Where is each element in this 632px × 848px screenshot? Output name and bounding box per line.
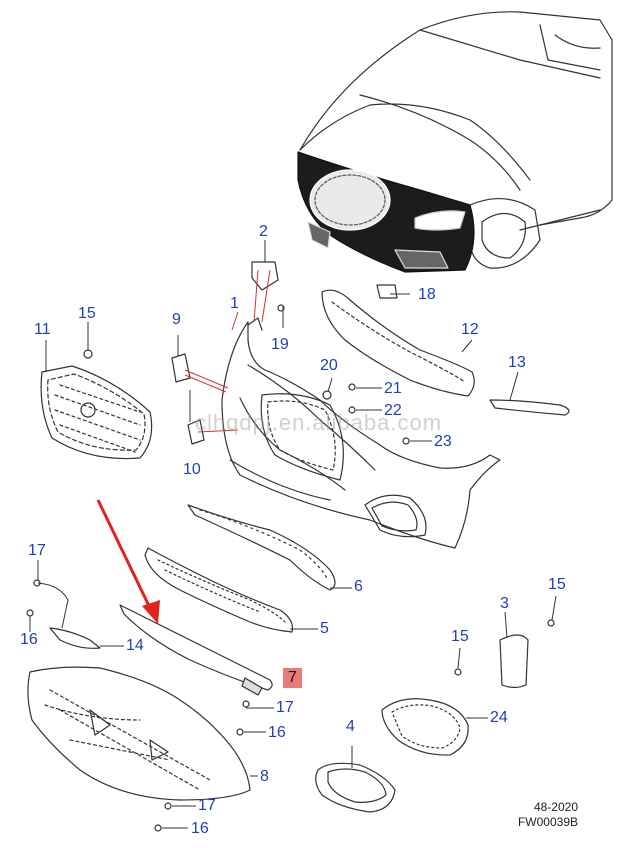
part-12-absorber: [321, 289, 475, 397]
part-13-bracket: [489, 399, 570, 416]
part-9-bracket: [171, 353, 191, 383]
reference-date: 48-2020: [533, 800, 578, 814]
reference-block: 48-2020 FW00039B: [498, 800, 578, 830]
callout-17-side: 17: [28, 542, 46, 559]
callout-20: 20: [320, 357, 338, 374]
callout-5: 5: [320, 620, 329, 637]
callout-16-tray: 16: [191, 820, 209, 837]
part-14-bracket: [49, 627, 101, 649]
callout-19: 19: [271, 336, 289, 353]
reference-code: FW00039B: [517, 815, 578, 829]
callout-15-bracket: 15: [548, 576, 566, 593]
callout-9: 9: [172, 311, 181, 328]
part-24-fog-grille: [381, 698, 469, 756]
callout-22: 22: [384, 402, 402, 419]
callout-2: 2: [259, 223, 268, 240]
callout-15-fog: 15: [451, 628, 469, 645]
callout-16-side: 16: [20, 631, 38, 648]
callout-17-tray: 17: [198, 797, 216, 814]
callout-11: 11: [34, 321, 51, 338]
callout-23: 23: [434, 433, 452, 450]
part-3-bracket: [499, 634, 529, 689]
callout-18: 18: [418, 286, 436, 303]
part-11-grille: [40, 365, 153, 460]
callout-17-lip: 17: [276, 699, 294, 716]
part-4-fog-bezel: [315, 762, 396, 813]
callout-1: 1: [230, 295, 239, 312]
part-10-bracket: [187, 419, 205, 445]
callout-4: 4: [346, 718, 355, 735]
part-8-under-tray: [27, 666, 251, 801]
callout-16-lip: 16: [268, 724, 286, 741]
part-2-bracket: [251, 261, 279, 291]
callout-24: 24: [490, 709, 508, 726]
callout-12: 12: [461, 321, 479, 338]
callout-6: 6: [354, 578, 363, 595]
car-illustration: [297, 11, 613, 273]
part-18-sensor: [376, 284, 398, 299]
watermark: clhqdpj.en.alibaba.com: [195, 410, 443, 435]
highlight-arrow: [96, 499, 160, 624]
callout-10: 10: [183, 461, 201, 478]
callout-14: 14: [126, 637, 144, 654]
callout-13: 13: [508, 354, 526, 371]
callout-21: 21: [384, 380, 402, 397]
callout-3: 3: [500, 595, 509, 612]
part-5-lower-grille: [144, 547, 294, 633]
callout-15-grille: 15: [78, 305, 96, 322]
callout-7-highlighted: 7: [283, 668, 302, 688]
part-6-lower-strip: [187, 504, 336, 591]
part-1-bumper-cover: [221, 317, 501, 549]
callout-8: 8: [260, 768, 269, 785]
part-7-lip-spoiler: [119, 604, 273, 696]
